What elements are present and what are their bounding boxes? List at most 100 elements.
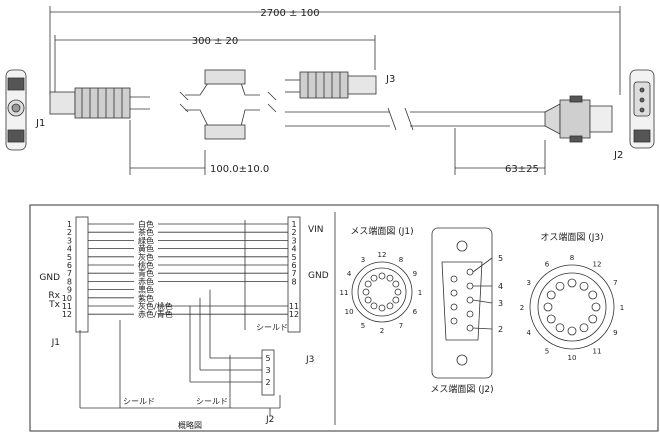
j2-face-outer [431,227,493,379]
wire-color-label: 黄色 [138,244,154,254]
j3-face-outer [529,264,615,350]
dim-split-label: 300 ± 20 [192,36,239,47]
j1-face-pin-label: 12 [378,251,387,259]
j2-face-pin-label: 4 [498,282,503,291]
wire-color-label: 赤色/青色 [138,309,173,319]
j1-face-outer [351,261,413,323]
j3-face-pin-label: 5 [545,347,549,355]
rx-label: Rx [48,291,60,301]
j2-face-pin [466,324,474,332]
j3-face-pin [588,314,598,324]
j1-face-pin [364,296,372,304]
j3-pin-number: 2 [291,228,296,237]
detail-frame [29,204,659,432]
j3-connector-body [285,71,377,99]
j3-pin-number: 8 [291,277,296,286]
wire-color-label: 青色 [138,268,154,278]
shield-label-3: シールド [256,323,288,332]
shield-label-1: シールド [123,397,155,406]
schematic [75,216,301,416]
j1-connector-body [49,87,150,119]
j1-pin-number: 9 [67,286,72,295]
j3-face-pin-label: 4 [526,329,531,337]
wire-group [88,223,288,383]
j1-face-pin [378,272,386,280]
j3-label: J3 [385,74,395,85]
j1-face-pin [386,274,394,282]
j1-face-pin [370,274,378,282]
j1-label: J1 [35,118,45,129]
j3-face-pin-label: 10 [568,354,577,362]
j2-label: J2 [613,150,623,161]
j3-face-pin [543,302,553,312]
j1-face-pin-label: 10 [345,308,354,316]
j1-face-pin [392,296,400,304]
j1-pin-number: 1 [67,220,72,229]
j3-face-pin [555,323,565,333]
j1-face-pin [364,280,372,288]
wire-color-label: 赤色 [138,276,154,286]
j1-face-title: メス端面図 (J1) [350,225,413,237]
j3-schematic-label: J3 [305,355,314,365]
j1-pin-block [75,216,89,333]
j2-pin-block [261,349,275,396]
vin-label: VIN [308,225,324,235]
j2-pin-number: 3 [265,366,270,375]
j1-schematic-label: J1 [51,338,60,348]
j3-face-view [529,264,615,350]
j3-face-pin [546,290,556,300]
j3-pin-number: 4 [291,245,296,254]
j3-face-title: オス端面図 (J3) [540,231,603,243]
j3-pin-number: 6 [291,261,296,270]
j3-face-pin-label: 1 [620,304,624,312]
wire-color-label: 黒色 [138,285,154,295]
j3-face-pin [588,290,598,300]
j3-face-pin-label: 9 [613,329,617,337]
j1-face-pin-label: 1 [418,289,422,297]
wire-color-label: 緑色 [138,235,154,245]
j1-pin-number: 6 [67,261,72,270]
j2-face-pin [450,275,458,283]
j2-connector-icon [629,69,655,149]
j3-pin-number: 1 [291,220,296,229]
j1-pin-number: 8 [67,277,72,286]
j2-face-pin [450,289,458,297]
j1-face-pin-label: 4 [347,270,352,278]
j2-schematic-label: J2 [265,415,274,425]
j1-face-view [351,261,413,323]
tx-label: Tx [48,300,60,310]
j3-face-pin-label: 6 [545,261,550,269]
j2-connector-body [544,95,613,143]
j3-face-pin [567,278,577,288]
j1-face-pin-label: 9 [413,270,417,278]
j3-face-pin [546,314,556,324]
j2-face-pin [466,310,474,318]
j1-pin-number: 10 [62,294,72,303]
j2-face-pin [450,317,458,325]
j3-pin-block [287,216,301,333]
j2-face-title: メス端面図 (J2) [430,383,493,395]
dim-tail-label: 63±25 [505,164,539,175]
j1-face-pin [392,280,400,288]
gnd-left-label: GND [39,273,60,283]
j1-face-pin-label: 7 [399,322,403,330]
j1-connector-icon [5,69,27,151]
j3-face-pin-label: 7 [613,279,617,287]
j1-face-pin [386,302,394,310]
j3-pin-number: 11 [289,302,299,311]
j2-face-pin-label: 2 [498,325,503,334]
j3-face-pin [567,326,577,336]
j2-face-view [431,227,493,379]
j1-pin-number: 11 [62,302,72,311]
j3-face-pin-label: 2 [520,304,524,312]
j3-face-pin [579,281,589,291]
j3-pin-number: 5 [291,253,296,262]
j2-face-pin [450,303,458,311]
j2-face-pin [466,268,474,276]
j3-face-pin [579,323,589,333]
j1-pin-number: 3 [67,236,72,245]
j3-face-pin [555,281,565,291]
j1-pin-number: 2 [67,228,72,237]
j3-pin-number: 7 [291,269,296,278]
